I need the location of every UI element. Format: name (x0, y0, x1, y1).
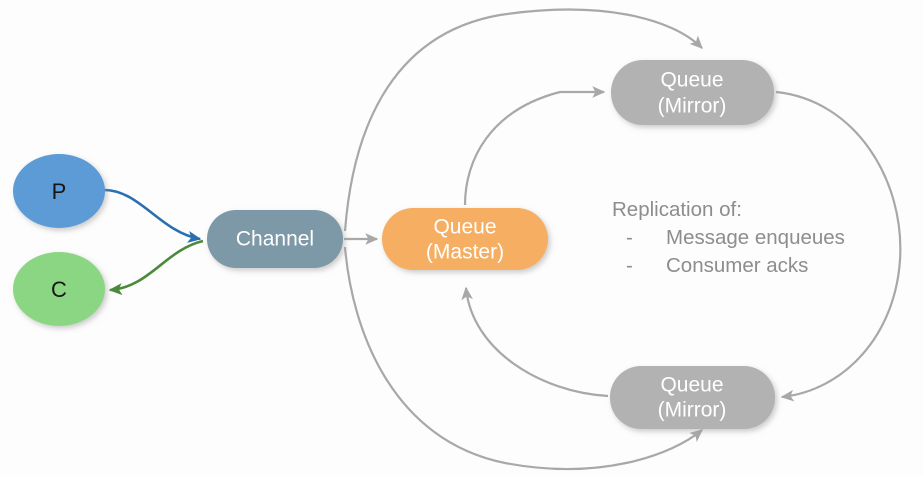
channel-box[interactable] (207, 210, 343, 268)
node-producer[interactable]: P (13, 154, 105, 228)
consumer-label: C (51, 277, 67, 302)
edge-master-to-mirror-top (463, 86, 606, 206)
queue-mirror-top-label-line1: Queue (660, 69, 723, 92)
edge-channel-to-mirror-bottom (343, 246, 704, 470)
queue-master-label-line1: Queue (433, 216, 496, 239)
queue-master-box[interactable] (382, 208, 548, 270)
replication-note-heading: Replication of: (612, 198, 742, 221)
queue-mirror-bottom-box[interactable] (610, 366, 775, 429)
node-consumer[interactable]: C (13, 252, 105, 326)
replication-note-item-1: Message enqueues (666, 226, 845, 249)
node-layer: P C Channel Queue (Master) Queue (13, 60, 775, 429)
queue-mirror-top-label-line2: (Mirror) (658, 95, 727, 118)
producer-label: P (52, 179, 67, 204)
edge-mirror-top-to-mirror-bottom (775, 90, 902, 402)
edge-channel-to-mirror-top (343, 8, 703, 232)
replication-note-item-2: Consumer acks (666, 254, 808, 277)
edge-channel-to-consumer (108, 239, 204, 296)
queue-mirror-bottom-label-line2: (Mirror) (658, 399, 727, 422)
queue-master-label-line2: (Master) (426, 241, 504, 264)
node-queue-mirror-bottom[interactable]: Queue (Mirror) (610, 366, 775, 429)
replication-note: Replication of: - Message enqueues - Con… (612, 198, 845, 277)
replication-note-bullet-marker-2: - (626, 254, 633, 277)
node-queue-master[interactable]: Queue (Master) (382, 208, 548, 270)
producer-ellipse[interactable] (13, 154, 105, 228)
edge-mirror-bottom-to-master (461, 286, 609, 398)
queue-mirror-bottom-label-line1: Queue (660, 374, 723, 397)
node-channel[interactable]: Channel (207, 210, 343, 268)
node-queue-mirror-top[interactable]: Queue (Mirror) (611, 60, 774, 125)
channel-label: Channel (236, 228, 314, 251)
edge-producer-to-channel (103, 188, 202, 243)
queue-mirror-top-box[interactable] (611, 60, 774, 125)
replication-note-bullet-marker-1: - (626, 226, 633, 249)
edge-layer (103, 8, 902, 470)
consumer-ellipse[interactable] (13, 252, 105, 326)
